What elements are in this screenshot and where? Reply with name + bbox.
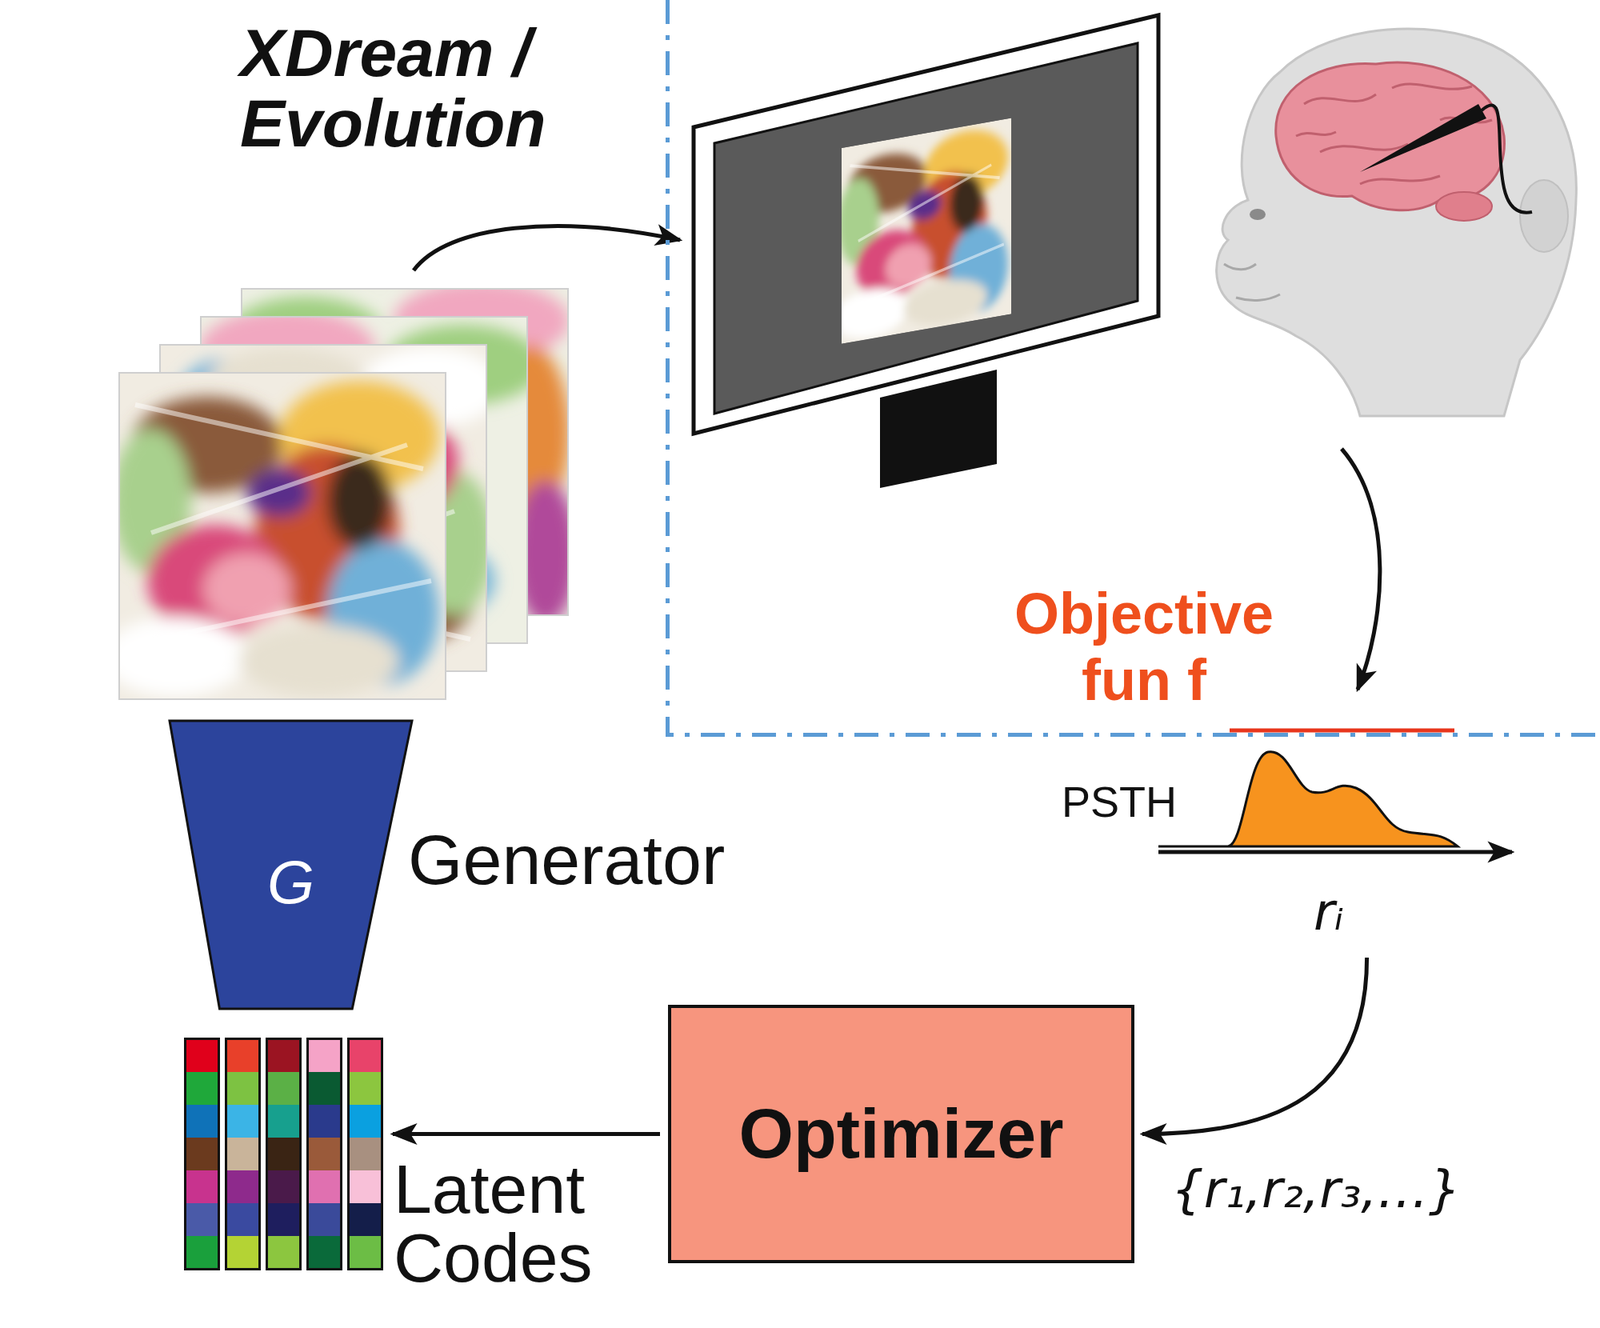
drawing-part [226, 1203, 260, 1236]
psth-panel: PSTH rᵢ [1056, 740, 1520, 955]
recording-arrow [1341, 448, 1380, 690]
drawing-part [267, 1236, 300, 1269]
window-bar [1229, 728, 1455, 733]
drawing-part [185, 1104, 219, 1138]
drawing-part [185, 1170, 219, 1204]
drawing-part [348, 1039, 382, 1072]
optimizer-box: Optimizer [668, 1004, 1135, 1264]
drawing-part [880, 369, 997, 488]
drawing-part [226, 1170, 260, 1204]
display-arrow [413, 226, 680, 271]
drawing-part [226, 1039, 260, 1270]
optimizer-label: Optimizer [739, 1095, 1064, 1173]
drawing-part [308, 1039, 341, 1072]
drawing-part [348, 1236, 382, 1269]
drawing-part [267, 1039, 300, 1072]
image-stack [103, 280, 578, 700]
latent-label: Latent Codes [393, 1154, 634, 1292]
objective-region: Objective fun f [665, 0, 1600, 737]
drawing-part [308, 1137, 341, 1171]
drawing-part [185, 1236, 219, 1269]
drawing-part [1249, 208, 1266, 220]
drawing-part [119, 372, 446, 700]
drawing-part [1520, 180, 1568, 252]
generator-trapezoid: GGenerator [168, 719, 414, 1011]
latent-code-grid: Latent Codes [184, 1037, 384, 1271]
flow-arrow [392, 1132, 660, 1136]
monitor [693, 15, 1159, 488]
drawing-part [1158, 752, 1458, 847]
drawing-part [841, 118, 1012, 344]
drawing-part [267, 1170, 300, 1204]
drawing-part [1216, 28, 1577, 416]
drawing-part [267, 1104, 300, 1138]
drawing-part [348, 1203, 382, 1236]
drawing-part [1436, 192, 1492, 221]
drawing-part [841, 118, 1012, 344]
drawing-part [169, 720, 412, 1009]
drawing-part [1481, 105, 1532, 213]
drawing-part [226, 1039, 260, 1072]
generator-label: Generator [408, 821, 725, 900]
latent-code-grid-outline [184, 1037, 384, 1271]
drawing-part [308, 1236, 341, 1269]
drawing-part [308, 1170, 341, 1204]
drawing-part [348, 1170, 382, 1204]
objective-label: Objective fun f [1000, 580, 1288, 714]
drawing-part [308, 1039, 342, 1270]
drawing-part [185, 1203, 219, 1236]
drawing-part [185, 1039, 220, 1270]
drawing-part [1224, 264, 1280, 300]
monkey-head [1216, 28, 1577, 416]
drawing-part [348, 1039, 383, 1270]
drawing-part [226, 1137, 260, 1171]
drawing-part [267, 1137, 300, 1171]
drawing-part [308, 1203, 341, 1236]
drawing-part [1296, 84, 1492, 184]
drawing-part [267, 1072, 300, 1105]
drawing-part [185, 1137, 219, 1171]
drawing-part [348, 1072, 382, 1105]
drawing-part [267, 1039, 301, 1270]
generator-symbol: G [267, 848, 315, 916]
drawing-part [1276, 62, 1505, 211]
flow-arrow [1142, 957, 1368, 1135]
drawing-part [693, 15, 1159, 434]
drawing-part [119, 372, 446, 700]
drawing-part [119, 372, 446, 700]
drawing-part [226, 1236, 260, 1269]
drawing-part [226, 1104, 260, 1138]
drawing-part [267, 1203, 300, 1236]
edge-label: {r₁,r₂,r₃,…} [1166, 1160, 1466, 1220]
drawing-part [308, 1104, 341, 1138]
drawing-part [1158, 850, 1512, 855]
drawing-part [226, 1072, 260, 1105]
drawing-part [714, 43, 1138, 414]
drawing-part [1360, 104, 1487, 172]
response-label: rᵢ [1313, 884, 1344, 940]
drawing-part [308, 1072, 341, 1105]
psth-plot [1158, 752, 1512, 852]
drawing-part [348, 1104, 382, 1138]
drawing-part [348, 1137, 382, 1171]
drawing-part [185, 1072, 219, 1105]
psth-label: PSTH [1061, 778, 1177, 826]
drawing-part [185, 1039, 219, 1072]
diagram-title: XDream / Evolution [240, 17, 560, 159]
drawing-part [668, 0, 1600, 736]
